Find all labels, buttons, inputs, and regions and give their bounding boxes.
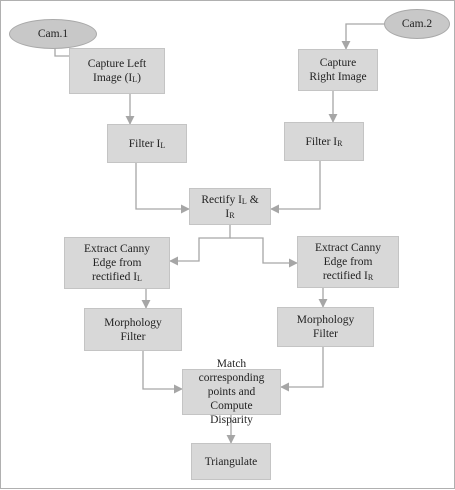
canny-right-box: Extract Canny Edge from rectified IR: [297, 236, 399, 288]
canny-right-line3: rectified IR: [322, 270, 374, 282]
canny-left-line3: rectified IL: [92, 271, 142, 283]
filter-right-label: Filter IR: [305, 135, 343, 148]
triangulate-label: Triangulate: [204, 455, 258, 468]
rectify-line1: Rectify IL &: [201, 193, 259, 206]
capture-right-line2: Right Image: [309, 71, 367, 83]
canny-right-line1: Extract Canny: [314, 242, 382, 254]
canny-left-box: Extract Canny Edge from rectified IL: [64, 237, 170, 289]
canny-right-line2: Edge from: [323, 256, 373, 268]
filter-left-box: Filter IL: [107, 124, 187, 163]
rectify-line2: IR: [225, 207, 235, 220]
cam1-node: Cam.1: [9, 19, 97, 49]
canny-left-line2: Edge from: [92, 257, 142, 269]
match-disparity-box: Match corresponding points and Compute D…: [182, 358, 281, 426]
arrow-cam2-to-capture-right: [341, 23, 386, 50]
morph-right-line2: Filter: [313, 328, 338, 340]
arrow-filter-right-to-rectify: [270, 161, 321, 214]
capture-right-image-box: Capture Right Image: [298, 49, 378, 91]
capture-left-image-box: Capture Left Image (IL): [69, 48, 165, 94]
triangulate-box: Triangulate: [191, 443, 271, 480]
filter-right-box: Filter IR: [284, 122, 364, 161]
arrow-rectify-to-canny-right: [230, 237, 298, 268]
cam1-label: Cam.1: [37, 28, 69, 40]
capture-right-line1: Capture: [319, 57, 357, 69]
arrow-filter-left-to-rectify: [135, 163, 190, 214]
rectify-box: Rectify IL & IR: [189, 188, 271, 225]
cam2-label: Cam.2: [401, 18, 433, 30]
arrow-morph-right-to-match: [280, 347, 324, 392]
morphology-left-box: Morphology Filter: [84, 308, 182, 351]
match-line2: points and Compute: [207, 386, 256, 412]
match-line1: Match corresponding: [198, 358, 265, 384]
match-line3: Disparity: [210, 414, 253, 426]
capture-left-line1: Capture Left: [87, 58, 147, 70]
morph-right-line1: Morphology: [296, 314, 355, 326]
arrow-morph-left-to-match: [142, 351, 183, 394]
morph-left-line2: Filter: [120, 330, 146, 343]
canny-left-line1: Extract Canny: [83, 243, 151, 255]
arrow-rectify-to-canny-left: [169, 225, 231, 266]
filter-left-label: Filter IL: [128, 137, 166, 150]
capture-left-line2: Image (IL): [92, 72, 141, 84]
cam2-node: Cam.2: [384, 9, 450, 39]
morphology-right-box: Morphology Filter: [277, 307, 374, 347]
morph-left-line1: Morphology: [104, 316, 162, 329]
